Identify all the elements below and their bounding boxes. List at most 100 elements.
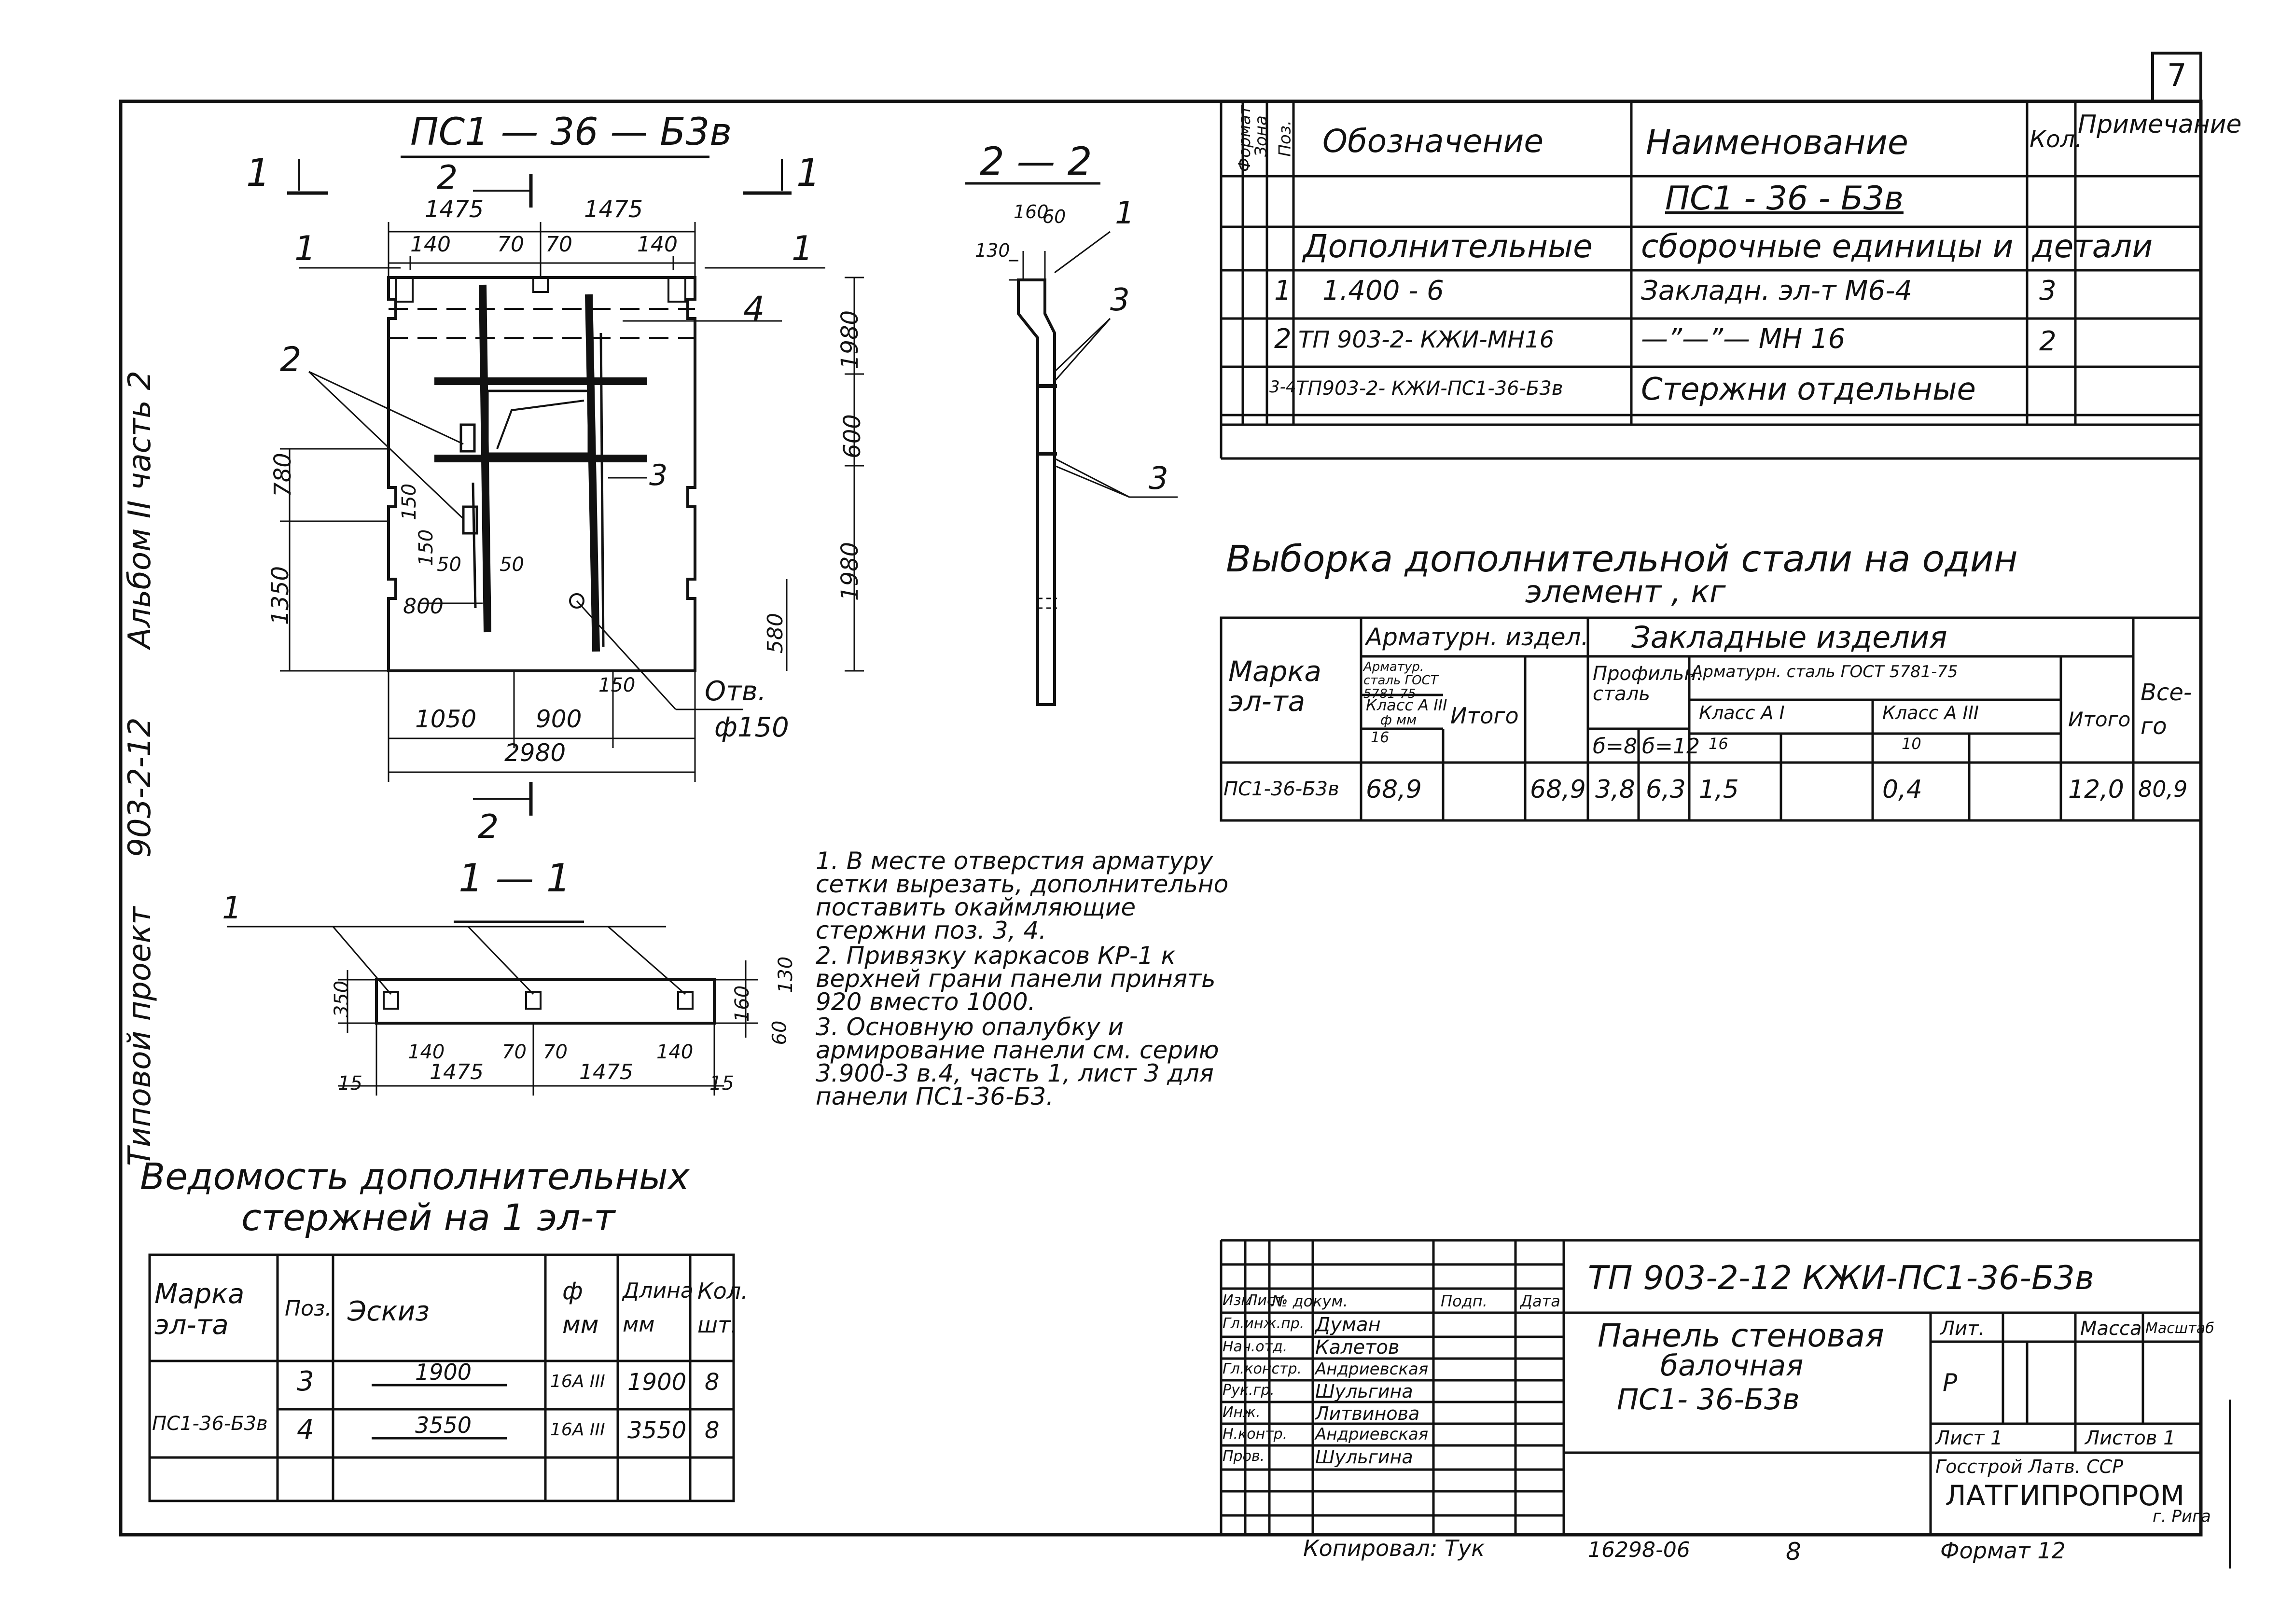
steel-head-rebar: Арматурн. издел. (1366, 623, 1589, 651)
steel-head-rebar2: Арматурн. сталь ГОСТ 5781-75 (1692, 662, 1958, 681)
dim-70-left: 70 (497, 232, 524, 257)
rods-row1-qty: 8 (705, 1369, 720, 1396)
tb-col-sign: Подп. (1441, 1292, 1488, 1310)
section-1-mark-right: 1 (796, 152, 820, 195)
section-2-2 (965, 182, 1178, 706)
title-block-grid (1220, 1239, 2201, 1535)
spec-head-zone: Зона (1251, 115, 1271, 157)
spec-head-pos: Поз. (1275, 120, 1295, 157)
s22-dim-160: 160 (1014, 201, 1049, 222)
tb-role-7: Пров. (1223, 1448, 1265, 1465)
spec-row2-qty: 2 (2039, 326, 2057, 357)
rods-row1-sketch: 1900 (415, 1359, 472, 1385)
dim-140-left: 140 (410, 232, 451, 257)
rods-row1-length: 1900 (627, 1369, 687, 1396)
steel-row-total: 80,9 (2138, 776, 2188, 802)
dim-right-1980: 1980 (836, 541, 864, 601)
panel-elevation (280, 155, 864, 816)
dim-bottom-900: 900 (536, 705, 582, 733)
steel-row-itogo2: 12,0 (2068, 775, 2124, 804)
rods-title-2: стержней на 1 эл-т (241, 1196, 615, 1239)
rods-mark: ПС1-36-Б3в (152, 1413, 268, 1435)
spec-section-1: Дополнительные (1303, 228, 1593, 265)
dim-left-800: 800 (403, 594, 444, 619)
rods-head-sketch: Эскиз (348, 1296, 430, 1327)
s11-dim-140a: 140 (408, 1041, 445, 1063)
steel-head-d10: 10 (1902, 735, 1921, 753)
steel-head-total: Все-го (2141, 679, 2192, 740)
dim-left-780: 780 (269, 453, 296, 497)
spec-row1-name: Закладн. эл-т М6-4 (1641, 275, 1913, 306)
tb-stage-head: Лит. (1940, 1318, 1985, 1340)
dim-top-right: 1475 (584, 196, 643, 223)
tb-role-5: Инж. (1223, 1404, 1261, 1421)
steel-head-class3: Класс А III (1366, 696, 1447, 714)
steel-head-class3b: Класс А III (1882, 702, 1979, 723)
tb-code: ТП 903-2-12 КЖИ-ПС1-36-Б3в (1588, 1259, 2094, 1297)
spec-row1-pos: 1 (1274, 275, 1292, 306)
tb-name-3: ПС1- 36-Б3в (1617, 1383, 1800, 1416)
note-1: 1. В месте отверстия арматуру сетки выре… (816, 847, 1229, 944)
tb-role-1: Гл.инж.пр. (1223, 1315, 1305, 1332)
leader-4: 4 (743, 289, 765, 329)
spec-title-row: ПС1 - 36 - Б3в (1665, 180, 1904, 218)
spec-row2-name: —”—”— МН 16 (1641, 323, 1846, 355)
s11-dim-15b: 15 (709, 1072, 734, 1095)
s22-leader-1: 1 (1115, 195, 1135, 231)
section-2-mark-top: 2 (437, 159, 458, 197)
steel-row-rebar: 68,9 (1366, 775, 1422, 804)
s22-dim-60: 60 (1043, 206, 1066, 227)
dim-bottom-1050: 1050 (415, 705, 477, 733)
s11-dim-70a: 70 (502, 1041, 527, 1063)
steel-row-d12: 6,3 (1646, 775, 1686, 804)
s11-dim-130: 130 (775, 956, 797, 994)
s11-dim-160: 160 (731, 985, 754, 1023)
steel-head-d12: б=12 (1642, 734, 1700, 759)
dim-right-580: 580 (763, 613, 788, 653)
tb-role-2: Нач.отд. (1223, 1338, 1288, 1355)
steel-row-d8: 3,8 (1595, 775, 1635, 804)
tb-name-2: балочная (1660, 1349, 1804, 1383)
section-1-mark-left: 1 (246, 152, 270, 195)
spec-head-qty: Кол. (2030, 126, 2083, 153)
dim-inner-50a: 50 (437, 554, 461, 576)
steel-head-d8: б=8 (1593, 734, 1637, 759)
tb-col-izm: Изм (1223, 1292, 1252, 1309)
hole-label: Отв. (705, 676, 766, 707)
steel-head-itogo2: Итого (2068, 708, 2131, 731)
tb-role-6: Н.контр. (1223, 1426, 1288, 1443)
steel-head-rebar-sub: Арматур. сталь ГОСТ 5781-75 (1363, 660, 1438, 701)
dim-right-600: 600 (838, 414, 866, 458)
tb-col-date: Дата (1520, 1292, 1560, 1310)
spec-section-2: сборочные единицы и (1641, 228, 2014, 265)
dim-bottom-2980: 2980 (504, 739, 566, 767)
s11-dim-1475a: 1475 (430, 1060, 484, 1084)
tb-person-7: Шульгина (1315, 1446, 1413, 1468)
rods-row1-pos: 3 (297, 1366, 314, 1397)
tb-person-1: Думан (1315, 1314, 1381, 1336)
steel-head-profile: Профильн. сталь (1593, 663, 1703, 705)
tb-org-3: г. Рига (2153, 1507, 2211, 1526)
tb-person-6: Андриевская (1315, 1425, 1429, 1444)
steel-head-mark: Марка эл-та (1228, 655, 1321, 718)
s11-leader-1: 1 (222, 890, 242, 926)
margin-project: Типовой проект (122, 906, 158, 1166)
margin-text: Типовой проект 903-2-12 Альбом II часть … (122, 310, 158, 1227)
s11-dim-15a: 15 (338, 1072, 362, 1095)
s22-leader-3b: 3 (1149, 461, 1168, 497)
notes: 1. В месте отверстия арматуру сетки выре… (816, 847, 1231, 1109)
leader-1-right: 1 (792, 229, 813, 268)
hole-diameter: ф150 (714, 712, 789, 743)
leader-2: 2 (280, 340, 302, 379)
margin-series: 903-2-12 (122, 717, 158, 858)
s11-dim-1475b: 1475 (579, 1060, 633, 1084)
s22-leader-3a: 3 (1110, 282, 1130, 318)
dim-inner-50b: 50 (500, 554, 524, 576)
steel-head-16: 16 (1371, 729, 1390, 746)
spec-row1-qty: 3 (2039, 275, 2057, 306)
tb-person-2: Калетов (1315, 1336, 1400, 1359)
rods-title-1: Ведомость дополнительных (140, 1155, 690, 1198)
steel-head-d16: 16 (1709, 735, 1728, 753)
spec-head-name: Наименование (1646, 123, 1908, 162)
dim-140-right: 140 (637, 232, 678, 257)
